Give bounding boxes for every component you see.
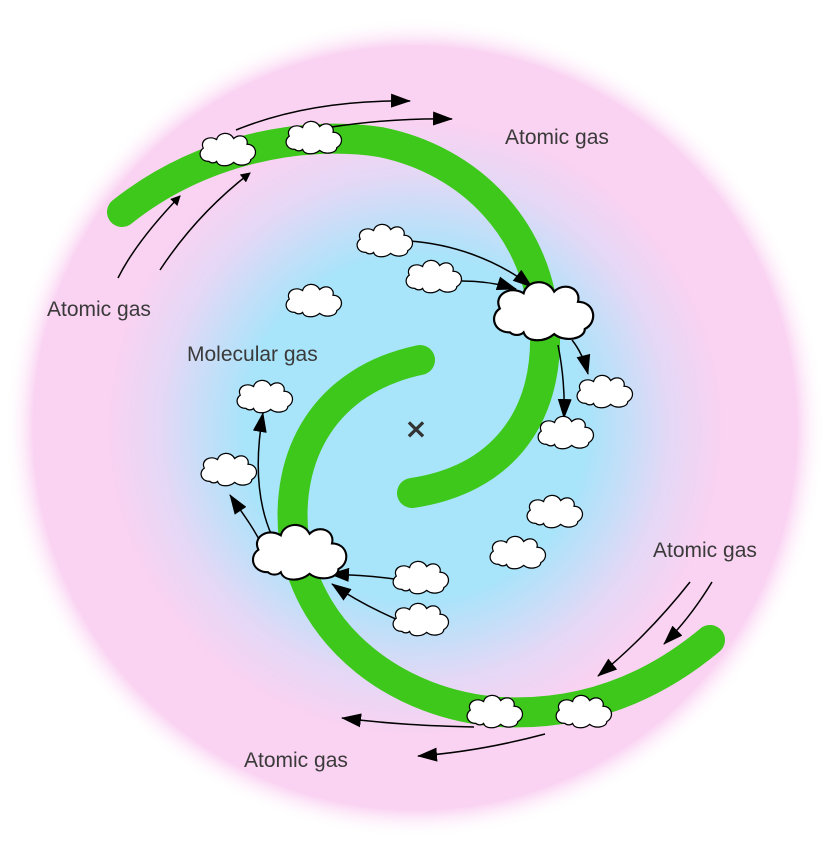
flow-arrow [117, 195, 181, 279]
flow-arrow [461, 276, 517, 291]
label-molecular-gas: Molecular gas [187, 343, 318, 366]
flow-arrow [235, 93, 411, 131]
flow-arrow [341, 713, 475, 728]
flow-arrow [557, 344, 572, 419]
flow-arrow [331, 583, 399, 621]
flow-arrow [252, 412, 273, 537]
spiral-arm-south [277, 345, 725, 728]
center-cross-icon: × [404, 412, 427, 445]
flow-arrow [417, 733, 546, 762]
flow-arrow [571, 339, 591, 375]
flow-arrow [597, 581, 691, 677]
label-atomic-gas-bottom-right: Atomic gas [653, 539, 757, 562]
flow-arrow [324, 111, 453, 129]
flow-arrow [409, 240, 533, 288]
galaxy-disk [5, 18, 825, 838]
label-atomic-gas-bottom: Atomic gas [244, 749, 348, 772]
label-atomic-gas-left: Atomic gas [47, 298, 151, 321]
label-atomic-gas-top-right: Atomic gas [505, 126, 609, 149]
flow-arrow [663, 581, 713, 645]
flow-arrow [159, 172, 251, 271]
